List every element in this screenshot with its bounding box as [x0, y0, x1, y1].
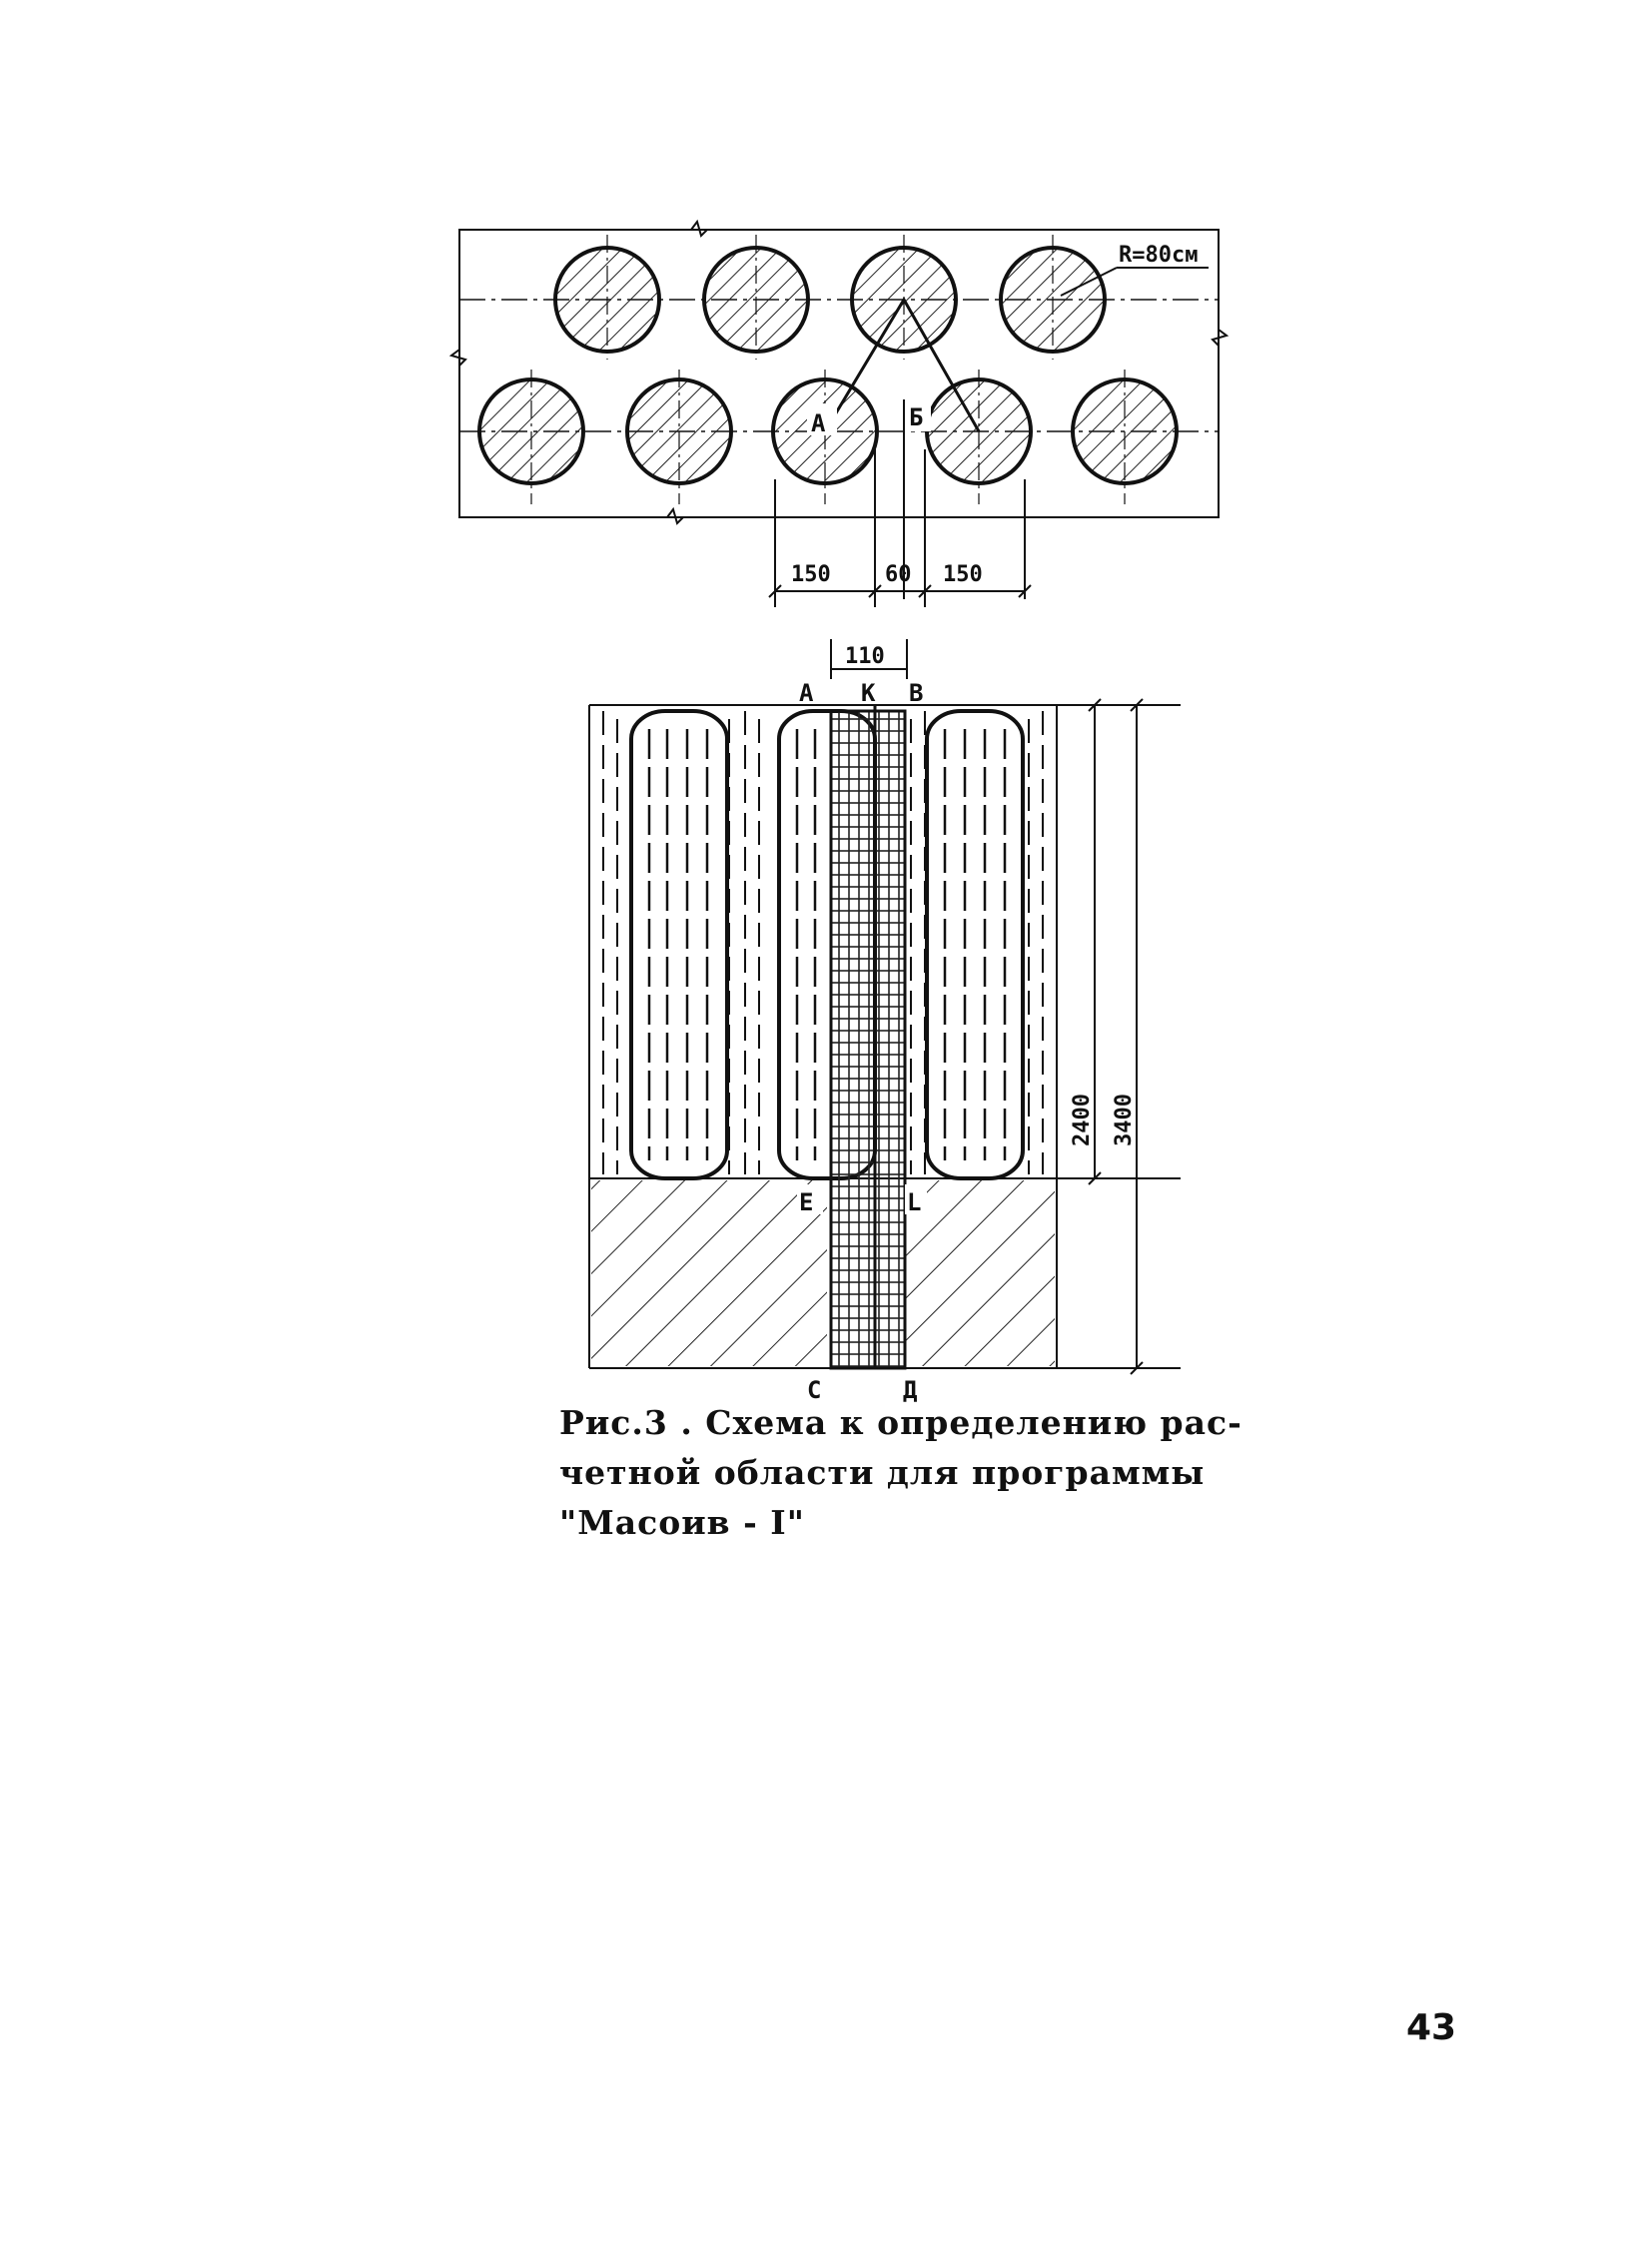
pile-body: [925, 709, 1025, 1180]
pile-body: [629, 709, 729, 1180]
section-view: 110 A K B: [588, 639, 1181, 1404]
caption-line-1: Рис.3 . Схема к определению рас-: [559, 1403, 1242, 1442]
label-b-plan: Б: [909, 403, 923, 431]
dim-plan-3: 150: [943, 562, 983, 587]
radius-leader: [1060, 267, 1118, 297]
pile-centerlines: [530, 235, 1126, 504]
break-mark-right: [1211, 329, 1230, 347]
design-triangle: [823, 297, 981, 432]
plan-view: A Б R=80см 150 60 150: [448, 219, 1230, 607]
dim-plan-2: 60: [885, 562, 912, 587]
page-number: 43: [1406, 2007, 1457, 2048]
label-c: C: [807, 1376, 821, 1404]
plan-outline: [458, 229, 1220, 518]
section-top-dimension: [830, 639, 908, 679]
plan-dimension-chain: [768, 449, 1032, 607]
caption-line-3: "Масоив - I": [559, 1503, 805, 1542]
pile-row-bottom: [477, 377, 1179, 485]
dim-height-2400: 2400: [1070, 1094, 1095, 1146]
height-dimensions: [1057, 698, 1181, 1375]
label-d: Д: [903, 1376, 917, 1404]
break-mark-left: [448, 349, 467, 367]
pile-inner-dashes: [647, 729, 1007, 1160]
caption-line-2: четной области для программы: [559, 1453, 1206, 1492]
radius-label: R=80см: [1119, 243, 1198, 268]
dim-plan-1: 150: [791, 562, 831, 587]
label-a-plan: A: [811, 409, 826, 437]
dim-width-110: 110: [845, 644, 885, 669]
label-top-k: K: [861, 679, 876, 707]
dim-height-3400: 3400: [1112, 1094, 1137, 1146]
label-top-b: B: [909, 679, 923, 707]
label-top-a: A: [799, 679, 814, 707]
break-mark-top: [690, 219, 708, 238]
break-mark-bottom: [666, 506, 684, 525]
label-e: E: [799, 1188, 813, 1216]
label-l: L: [907, 1188, 921, 1216]
soil-zone-right: [905, 1180, 1055, 1366]
soil-zone-left: [591, 1180, 827, 1366]
figure-caption: Рис.3 . Схема к определению рас- четной …: [559, 1398, 1242, 1548]
computation-region: [829, 709, 907, 1370]
